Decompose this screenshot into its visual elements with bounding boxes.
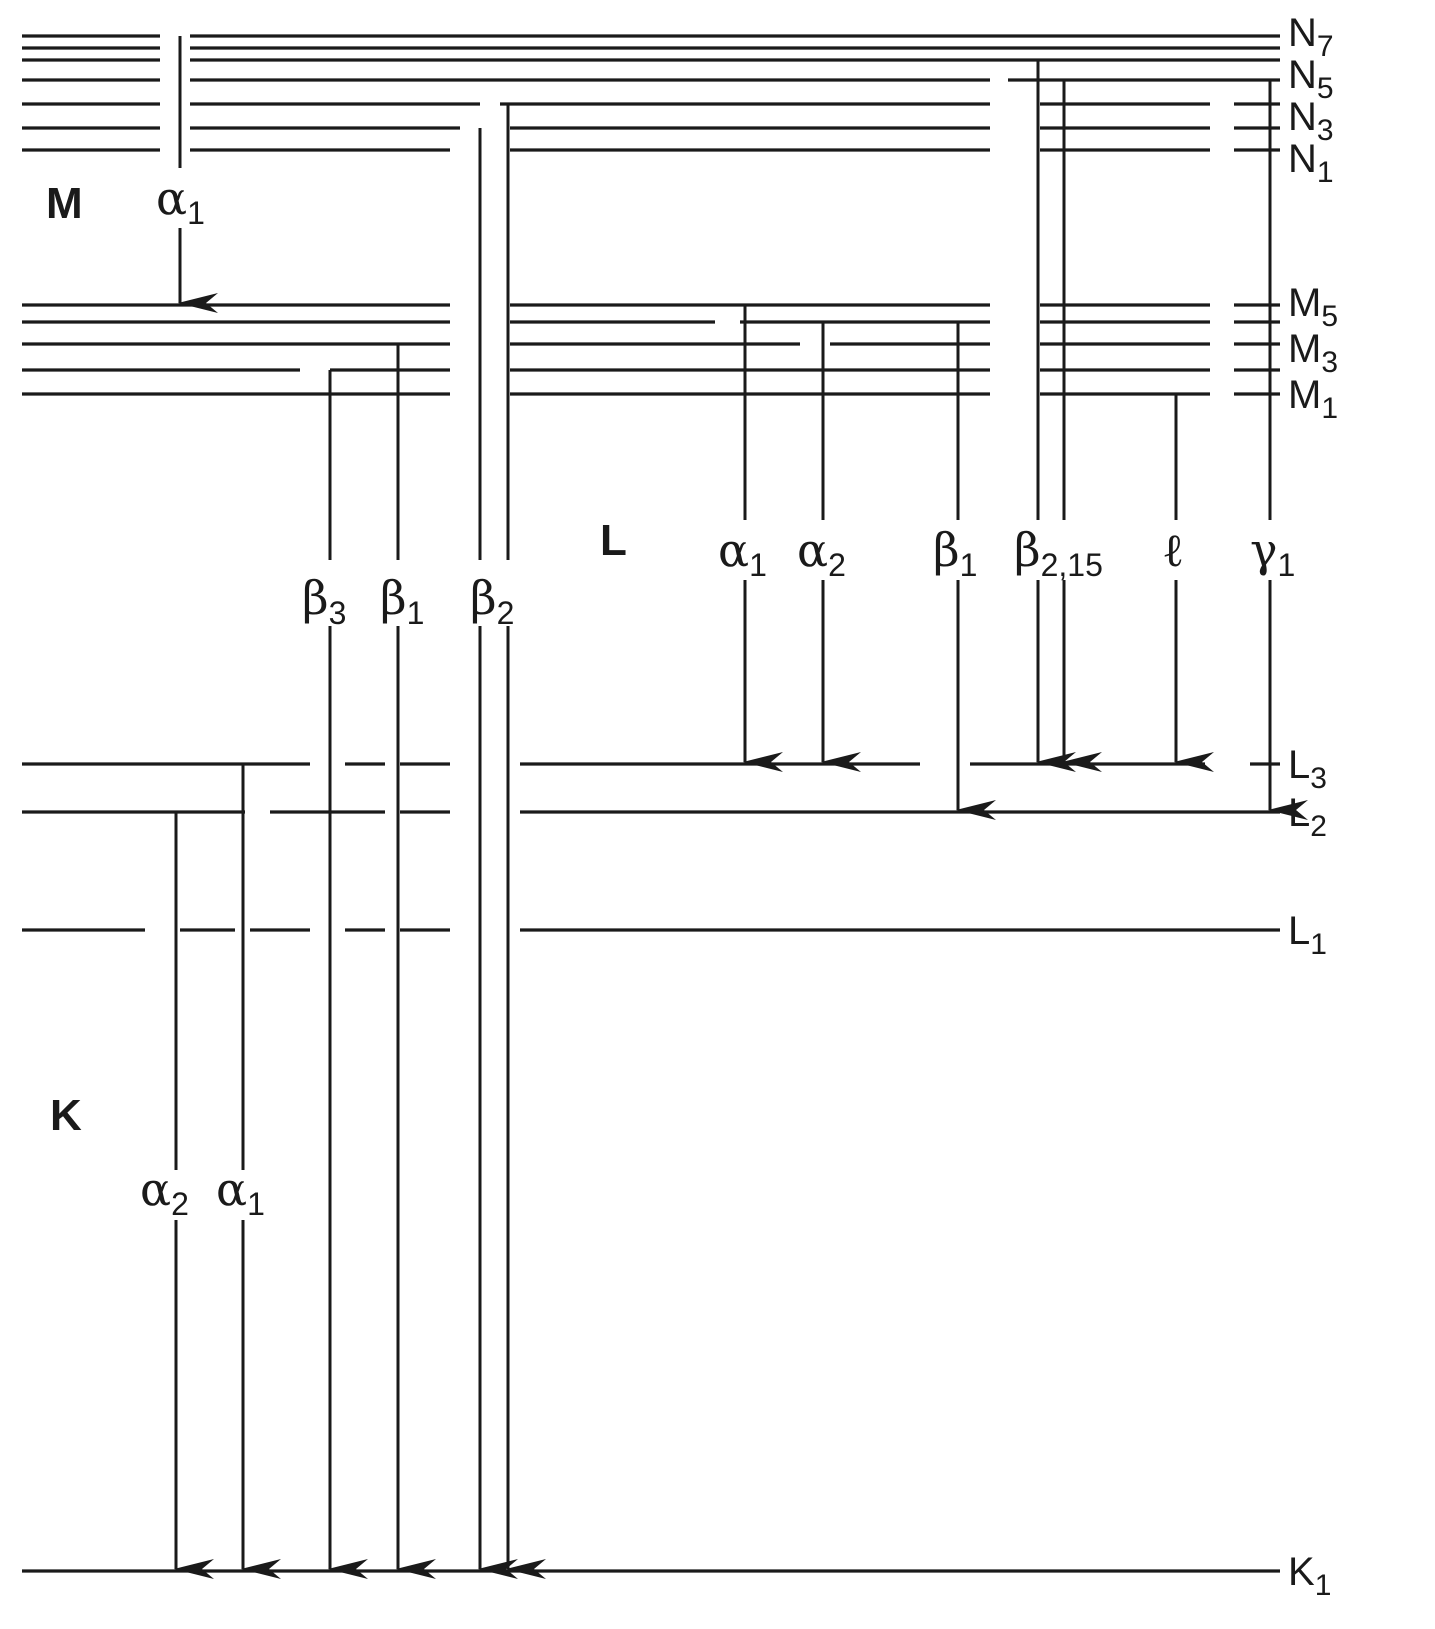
svg-text:γ1: γ1 <box>1250 523 1295 583</box>
level-label-l1: L1 <box>1288 909 1327 961</box>
svg-text:ℓ: ℓ <box>1162 523 1184 577</box>
level-label-l2: L2 <box>1288 791 1327 843</box>
level-label-l3: L3 <box>1288 743 1327 795</box>
svg-text:β2: β2 <box>470 571 514 631</box>
svg-text:α1: α1 <box>156 171 205 231</box>
transition-m-alpha1: α1 <box>156 36 218 313</box>
level-label-m1: M1 <box>1288 373 1338 425</box>
level-label-n3: N3 <box>1288 95 1334 147</box>
transition-l-alpha1: α1 <box>718 305 783 772</box>
n-levels <box>22 34 1280 152</box>
level-label-n1: N1 <box>1288 137 1334 189</box>
svg-text:α2: α2 <box>797 523 846 583</box>
transition-l-beta2-15: β2,15 <box>1014 60 1103 772</box>
transition-l-gamma1: γ1 <box>1250 80 1308 820</box>
shell-label-m: M <box>46 179 83 228</box>
level-label-n7: N7 <box>1288 11 1334 63</box>
transition-l-beta1: β1 <box>933 322 996 820</box>
svg-text:α2: α2 <box>140 1162 189 1222</box>
transition-k-beta2: β2 <box>470 104 546 1579</box>
m-levels <box>22 303 1280 396</box>
svg-text:β2,15: β2,15 <box>1014 523 1103 583</box>
l-levels <box>22 762 1280 932</box>
svg-text:β1: β1 <box>380 571 424 631</box>
level-labels: N7 N5 N3 N1 M5 M3 M1 L3 L2 L1 K1 <box>1288 11 1338 1602</box>
transition-k-beta1: β1 <box>380 344 436 1579</box>
transition-k-alpha2: α2 <box>140 812 214 1579</box>
svg-text:β1: β1 <box>933 523 977 583</box>
shell-label-k: K <box>50 1091 82 1140</box>
svg-text:α1: α1 <box>718 523 767 583</box>
shell-label-l: L <box>600 516 627 565</box>
transition-k-alpha1: α1 <box>216 764 281 1579</box>
transition-k-beta3: β3 <box>302 370 368 1579</box>
level-label-k1: K1 <box>1288 1550 1331 1602</box>
level-label-m5: M5 <box>1288 281 1338 333</box>
level-label-n5: N5 <box>1288 53 1334 105</box>
svg-text:α1: α1 <box>216 1162 265 1222</box>
level-label-m3: M3 <box>1288 327 1338 379</box>
transition-l-alpha2: α2 <box>797 322 861 772</box>
svg-text:β3: β3 <box>302 571 346 631</box>
transition-l-ell: ℓ <box>1162 394 1214 772</box>
